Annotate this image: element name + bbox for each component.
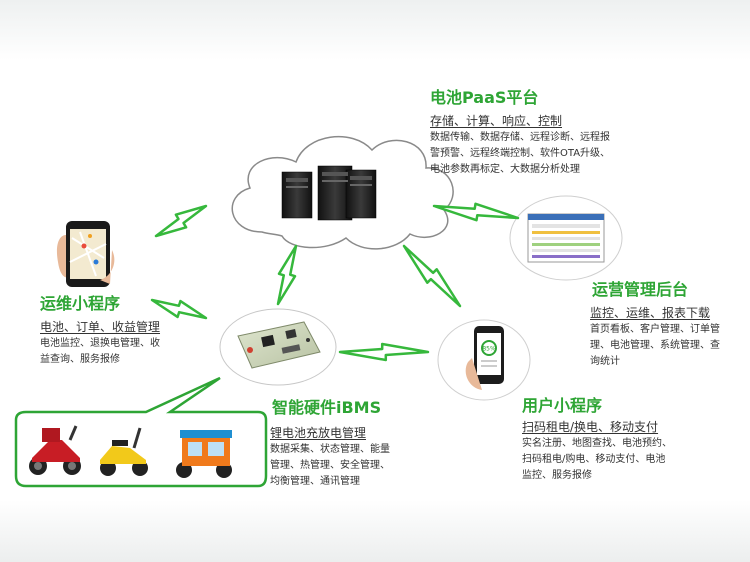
- smartphone-battery-icon: 85%: [437, 319, 531, 401]
- smartphone-map-icon: [56, 221, 115, 287]
- user-app-title: 用户小程序: [522, 396, 603, 415]
- ops-app-description: 电池监控、退换电管理、收 益查询、服务报修: [40, 338, 160, 365]
- user-app-description: 实名注册、地图查找、电池预约、 扫码租电/购电、移动支付、电池 监控、服务报修: [522, 438, 672, 481]
- paas-subtitle: 存储、计算、响应、控制: [430, 114, 563, 128]
- bolt-cloud-backend-icon: [432, 202, 520, 222]
- battery-percent-label: 85%: [482, 346, 496, 353]
- bolt-ops-cloud-icon: [154, 204, 208, 238]
- paas-title: 电池PaaS平台: [430, 88, 539, 107]
- bottom-gradient: [0, 500, 750, 562]
- dashboard-screen-icon: [509, 195, 623, 281]
- ibms-title: 智能硬件iBMS: [272, 398, 382, 417]
- circuit-board-icon: [219, 308, 337, 386]
- backend-subtitle: 监控、运维、报表下载: [590, 306, 711, 320]
- scooter-red-icon: [29, 425, 81, 475]
- ibms-description: 数据采集、状态管理、能量 管理、热管理、安全管理、 均衡管理、通讯管理: [270, 444, 390, 487]
- server-cluster-icon: [281, 165, 377, 221]
- bolt-cloud-user-icon: [402, 244, 462, 308]
- bolt-cloud-ibms-icon: [276, 244, 298, 306]
- ibms-subtitle: 锂电池充放电管理: [270, 426, 367, 440]
- tricycle-orange-icon: [176, 430, 232, 478]
- user-app-subtitle: 扫码租电/换电、移动支付: [522, 420, 659, 434]
- paas-description: 数据传输、数据存储、远程诊断、远程报 警预警、远程终端控制、软件OTA升级、 电…: [430, 132, 611, 175]
- bolt-user-ibms-icon: [338, 342, 430, 362]
- ops-app-subtitle: 电池、订单、收益管理: [40, 320, 161, 334]
- scooter-yellow-icon: [100, 427, 148, 476]
- vehicle-callout: [14, 376, 268, 488]
- bolt-ops-ibms-icon: [150, 298, 208, 320]
- backend-title: 运营管理后台: [592, 280, 689, 299]
- ops-app-title: 运维小程序: [40, 294, 121, 313]
- backend-description: 首页看板、客户管理、订单管 理、电池管理、系统管理、查 询统计: [590, 324, 720, 367]
- connection-bolts: [150, 202, 520, 362]
- top-gradient: [0, 0, 750, 60]
